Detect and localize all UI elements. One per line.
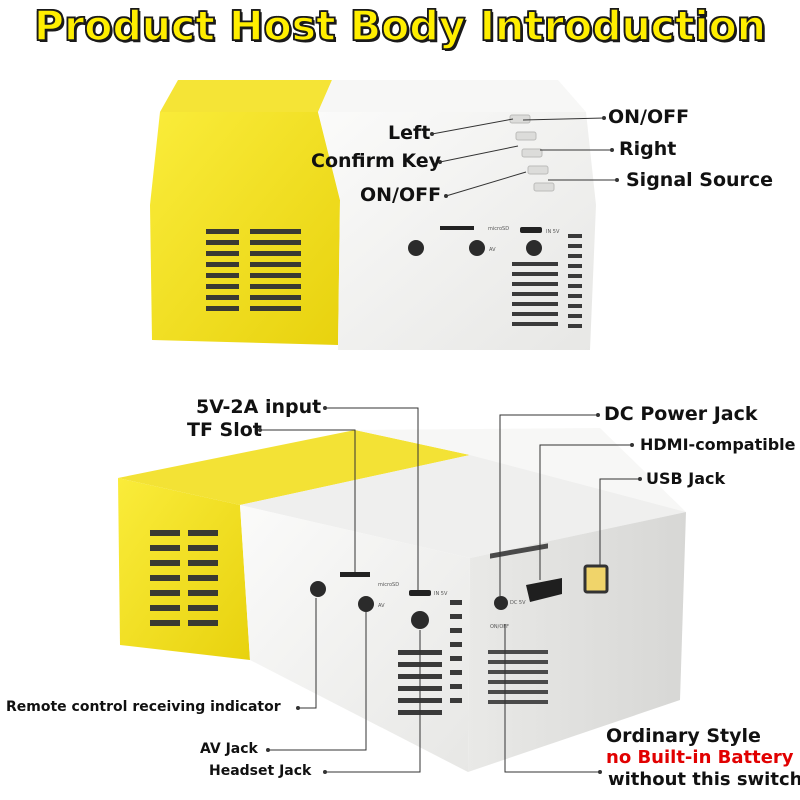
top-leader-lines (431, 117, 617, 197)
bottom-mark-dc: DC 5V (510, 600, 526, 606)
bottom-side-vents-2 (488, 650, 548, 704)
bottom-usb-port (583, 564, 609, 594)
label-remote-indicator: Remote control receiving indicator (6, 699, 281, 715)
label-tf-slot: TF Slot (187, 419, 262, 441)
top-yellow-top-face (160, 80, 332, 112)
top-yellow-front-face (150, 112, 340, 345)
label-on-off-left: ON/OFF (360, 184, 442, 206)
page-title: Product Host Body Introduction (33, 1, 767, 51)
top-leader-dots (430, 116, 619, 198)
bottom-white-top-face (355, 428, 686, 512)
label-right: Right (619, 138, 677, 160)
label-usb-jack: USB Jack (646, 469, 726, 488)
top-tf-slot (440, 226, 474, 230)
bottom-white-front-face (240, 505, 470, 772)
top-white-vents (512, 234, 582, 328)
top-mark-microsd: microSD (488, 226, 509, 232)
label-without-switch: without this switch (608, 769, 800, 790)
top-white-front-face (318, 112, 596, 350)
top-yellow-vents (206, 229, 301, 311)
top-buttons (509, 114, 555, 192)
top-projector (150, 80, 619, 350)
label-left: Left (388, 122, 431, 144)
bottom-mark-onoff: ON/OFF (490, 624, 509, 630)
label-confirm-key: Confirm Key (311, 150, 442, 172)
label-dc-power-jack: DC Power Jack (604, 403, 758, 425)
top-remote-indicator (408, 240, 424, 256)
bottom-av-jack (358, 596, 374, 612)
bottom-mark-microsd: microSD (378, 582, 399, 588)
bottom-yellow-vents (150, 530, 218, 626)
label-on-off-right: ON/OFF (608, 106, 690, 128)
label-5v-2a-input: 5V-2A input (196, 396, 322, 418)
label-no-battery: no Built-in Battery (606, 747, 794, 768)
top-white-top-face (318, 80, 586, 112)
bottom-yellow-top-face (118, 430, 470, 505)
bottom-usb-input (409, 590, 431, 596)
bottom-mark-av: AV (378, 603, 385, 609)
bottom-leader-lines (260, 407, 640, 773)
bottom-white-top-face-2 (240, 455, 686, 558)
bottom-remote-indicator (310, 581, 326, 597)
bottom-white-side-face (468, 512, 686, 772)
bottom-tf-slot (340, 572, 370, 577)
label-hdmi: HDMI-compatible (640, 435, 796, 454)
bottom-hdmi-port (526, 578, 562, 602)
bottom-leader-dots (258, 406, 642, 774)
bottom-dc-jack (494, 596, 508, 610)
bottom-side-vents (490, 543, 548, 559)
bottom-mark-in5v: IN 5V (434, 591, 448, 597)
label-av-jack: AV Jack (200, 741, 258, 757)
label-headset-jack: Headset Jack (209, 763, 312, 779)
top-mark-in5v: IN 5V (546, 229, 560, 235)
top-usb-port (520, 227, 542, 233)
bottom-projector: microSD IN 5V AV DC 5V ON/OFF microSD IN… (118, 226, 686, 774)
bottom-headset-jack (411, 611, 429, 629)
top-mark-av: AV (489, 247, 496, 253)
top-headset-jack (526, 240, 542, 256)
label-signal-source: Signal Source (626, 169, 774, 191)
bottom-yellow-front-face (118, 478, 250, 660)
top-av-jack (469, 240, 485, 256)
label-ordinary-style: Ordinary Style (606, 725, 761, 747)
